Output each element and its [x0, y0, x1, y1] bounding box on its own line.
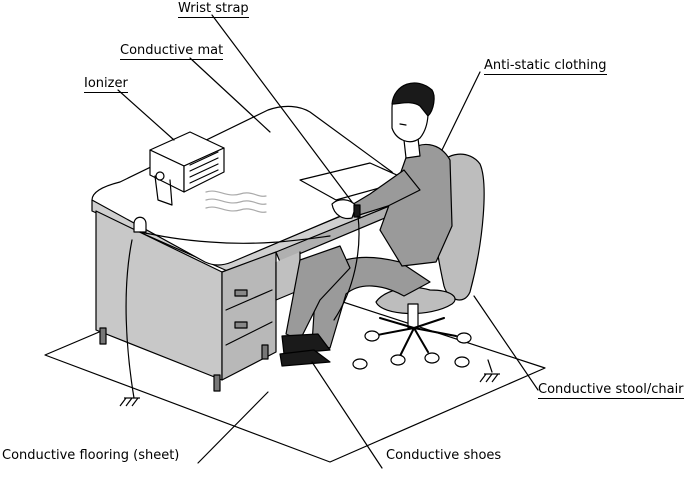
- conductive-mat-leader: [190, 58, 270, 132]
- conductive-mat-label: Conductive mat: [120, 43, 223, 60]
- ground-symbol-icon: [120, 398, 140, 406]
- anti-static-clothing-leader: [442, 72, 480, 150]
- ionizer-label: Ionizer: [84, 76, 128, 93]
- conductive-flooring-label: Conductive flooring (sheet): [2, 448, 179, 463]
- conductive-shoes-label: Conductive shoes: [386, 448, 501, 463]
- wrist-strap-label: Wrist strap: [178, 1, 249, 18]
- conductive-stool-chair-label: Conductive stool/chair: [538, 382, 684, 399]
- ionizer-leader: [118, 90, 174, 140]
- anti-static-clothing-label: Anti-static clothing: [484, 58, 607, 75]
